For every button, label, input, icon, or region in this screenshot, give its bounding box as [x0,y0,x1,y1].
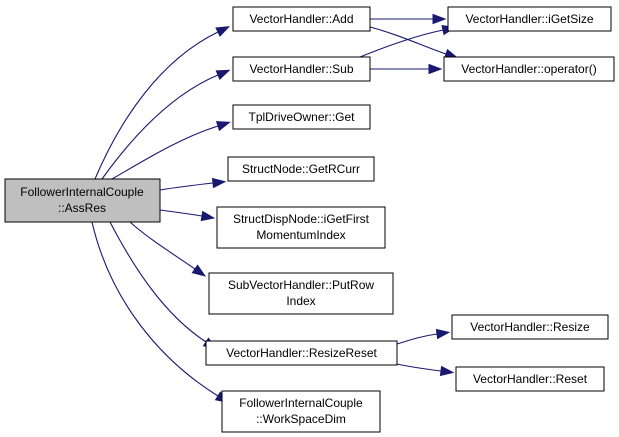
arrowhead [200,210,216,222]
node-sub-label: VectorHandler::Sub [249,62,353,76]
node-operator[interactable]: VectorHandler::operator() [443,56,615,82]
node-putrow[interactable]: SubVectorHandler::PutRow Index [208,272,394,315]
arrowhead [215,121,231,132]
edge-line [109,221,207,343]
edge-root-to-resizereset [109,221,218,350]
node-add[interactable]: VectorHandler::Add [232,6,371,32]
edge-root-to-tplget [111,121,231,180]
edge-sub-to-operator [370,63,443,75]
arrowhead [428,63,443,75]
edge-line [159,209,203,217]
node-putrow-line-2: Index [286,294,315,308]
edge-line [159,182,214,191]
node-operator-label: VectorHandler::operator() [461,62,596,76]
node-root-line-2: ::AssRes [58,201,106,215]
edge-resizereset-to-reset [396,363,455,377]
node-resizereset[interactable]: VectorHandler::ResizeReset [205,340,398,366]
edge-line [396,363,442,372]
edge-add-to-igetsize [370,13,447,25]
edge-resizereset-to-resize [396,328,451,345]
node-reset[interactable]: VectorHandler::Reset [455,366,605,392]
node-getrcurr[interactable]: StructNode::GetRCurr [227,156,375,182]
node-getrcurr-label: StructNode::GetRCurr [242,162,360,176]
arrowhead [215,69,231,81]
node-resize[interactable]: VectorHandler::Resize [451,314,609,340]
node-reset-label: VectorHandler::Reset [473,372,588,386]
node-workspace-line-2: ::WorkSpaceDim [256,412,346,426]
edge-root-to-sub [101,69,231,180]
arrowhead [435,328,451,340]
edge-line [111,125,219,180]
node-resize-label: VectorHandler::Resize [470,320,590,334]
arrowhead [191,264,207,277]
node-igetsize[interactable]: VectorHandler::iGetSize [447,6,612,32]
edge-line [396,333,438,345]
node-putrow-line-1: SubVectorHandler::PutRow [228,278,374,292]
arrowhead [215,26,231,37]
edges-layer [91,13,459,404]
node-root[interactable]: FollowerInternalCouple ::AssRes [4,178,161,223]
node-tplget-label: TplDriveOwner::Get [248,110,355,124]
edge-line [101,74,219,180]
edge-line [129,221,196,270]
node-igetsize-label: VectorHandler::iGetSize [465,12,593,26]
edge-root-to-add [94,26,231,180]
edge-root-to-workspace [91,221,230,404]
edge-root-to-getrcurr [159,177,227,191]
node-workspace[interactable]: FollowerInternalCouple ::WorkSpaceDim [221,390,381,433]
node-igetfirst-line-1: StructDispNode::iGetFirst [233,212,370,226]
node-workspace-line-1: FollowerInternalCouple [239,396,363,410]
node-igetfirst[interactable]: StructDispNode::iGetFirst MomentumIndex [216,206,386,249]
edge-root-to-putrow [129,221,207,277]
node-root-line-1: FollowerInternalCouple [20,185,144,199]
node-tplget[interactable]: TplDriveOwner::Get [232,104,371,130]
arrowhead [432,13,447,25]
edge-line [369,26,447,55]
node-resizereset-label: VectorHandler::ResizeReset [226,346,377,360]
arrowhead [439,365,455,377]
node-igetfirst-line-2: MomentumIndex [256,228,345,242]
edge-line [91,221,219,397]
edge-line [359,29,444,58]
node-add-label: VectorHandler::Add [249,12,353,26]
edge-line [94,31,219,180]
edge-root-to-igetfirst [159,209,216,222]
node-sub[interactable]: VectorHandler::Sub [232,56,371,82]
arrowhead [211,177,227,189]
